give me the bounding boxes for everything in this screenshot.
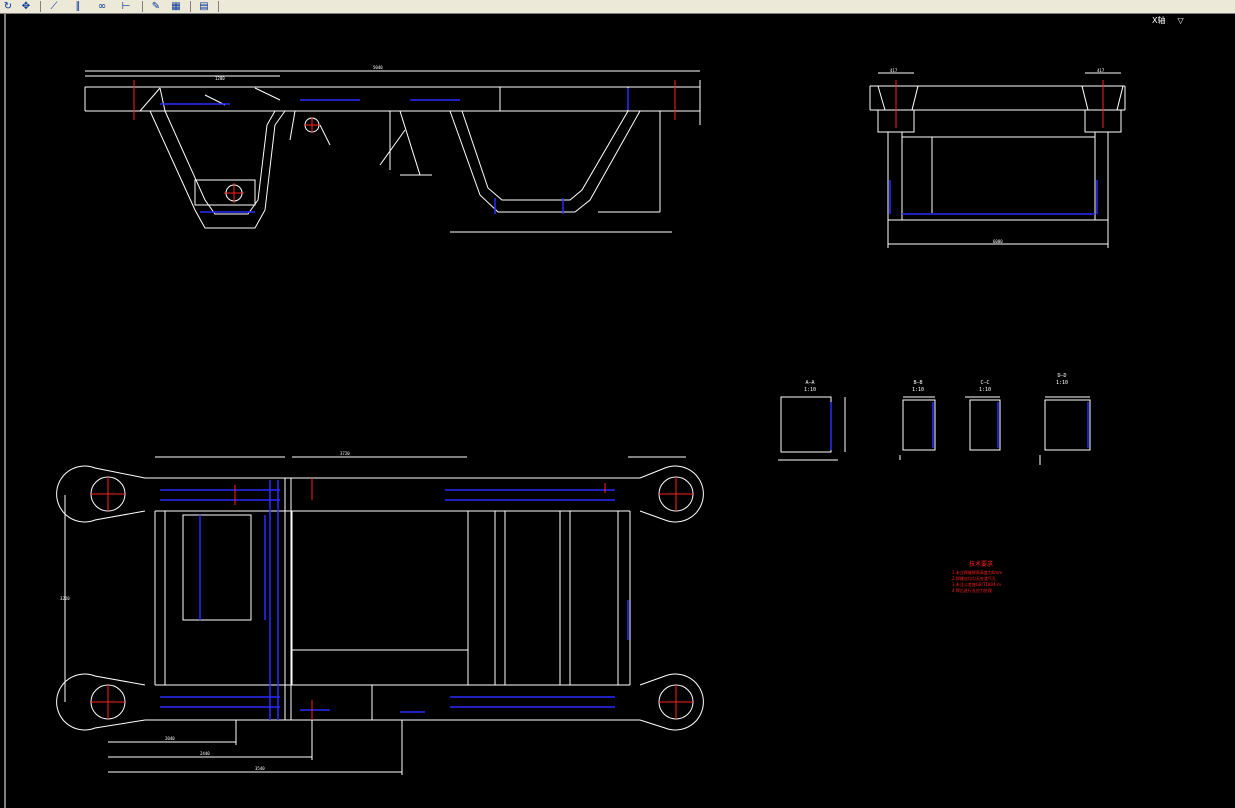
section-c-scale: 1:10 [979,387,991,393]
hatch-button[interactable]: ▦ [168,0,184,12]
pan-icon: ✥ [21,0,31,12]
front-view-centerlines [133,80,676,203]
layer-button[interactable]: ▤ [196,0,212,12]
layer-icon: ▤ [199,0,209,12]
toolbar-separator [142,1,143,12]
dimension-icon: ⊢ [121,0,131,12]
dim-plan-bottom1: 2040 [165,736,175,741]
link-button[interactable]: ∞ [94,0,110,12]
side-view [869,72,1126,248]
line-tool-button[interactable]: ⟋ [46,0,62,12]
side-view-centerlines [895,80,1104,128]
link-icon: ∞ [97,0,107,12]
side-view-hidden [889,180,1098,215]
ucs-indicator: X轴 ▽ [1152,14,1184,26]
toolbar-separator [190,1,191,12]
front-view [84,70,701,233]
tech-note-4: 4.焊后进行去应力处理 [952,588,992,593]
section-d-label: D—D [1057,373,1066,379]
dim-plan-top: 3720 [340,451,350,456]
toolbar-separator [40,1,41,12]
edit-pen-icon: ✎ [151,0,161,12]
plan-view-hidden [160,480,629,720]
ucs-label: X轴 [1152,15,1166,25]
section-b-scale: 1:10 [912,387,924,393]
cad-toolbar: ↻ ✥ ⟋ ∥ ∞ ⊢ ✎ ▦ ▤ [0,0,1235,14]
dim-side-width: 6000 [993,239,1003,244]
tech-notes-title: 技术要求 [968,561,993,568]
rotate-button[interactable]: ↻ [0,0,16,12]
side-view-dimensions: 417 417 6000 [890,68,1105,244]
toolbar-separator [218,1,219,12]
line-tool-icon: ⟋ [50,0,58,12]
ucs-arrow-icon: ▽ [1177,15,1184,25]
section-b-label: B—B [913,380,922,386]
plan-view [56,456,704,775]
plan-view-centerlines [91,477,693,720]
plan-view-dimensions: 3720 3220 2040 2440 3540 [60,451,350,771]
dimension-button[interactable]: ⊢ [118,0,134,12]
tech-note-1: 1.未注焊缝焊角高度为6mm [952,570,1003,575]
parallel-button[interactable]: ∥ [70,0,86,12]
drawing-canvas[interactable]: 5040 1200 417 417 600 [0,14,1235,808]
tech-note-2: 2.焊缝应均匀无夹渣气孔 [952,576,996,581]
edit-pen-button[interactable]: ✎ [148,0,164,12]
hatch-icon: ▦ [171,0,181,12]
dim-top-total: 5040 [373,65,383,70]
tech-note-3: 3.未注公差按GB/T1804-m [952,582,1001,587]
section-a-label: A—A [805,380,814,386]
section-d-scale: 1:10 [1056,380,1068,386]
section-views [778,396,1091,465]
rotate-icon: ↻ [3,0,13,12]
section-hidden [830,402,1089,450]
dim-plan-bottom3: 3540 [255,766,265,771]
section-c-label: C—C [980,380,989,386]
dim-side-top-left: 417 [890,68,898,73]
parallel-icon: ∥ [75,0,81,12]
dim-side-top-right: 417 [1097,68,1105,73]
dim-plan-bottom2: 2440 [200,751,210,756]
section-a-scale: 1:10 [804,387,816,393]
tech-notes: 技术要求 1.未注焊缝焊角高度为6mm 2.焊缝应均匀无夹渣气孔 3.未注公差按… [952,562,1010,594]
dim-top-left: 1200 [215,76,225,81]
front-view-dimensions: 5040 1200 [215,65,383,81]
section-labels: A—A 1:10 B—B 1:10 C—C 1:10 D—D 1:10 [804,373,1068,393]
dim-plan-left: 3220 [60,596,70,601]
front-view-hidden [160,88,629,214]
pan-button[interactable]: ✥ [18,0,34,12]
